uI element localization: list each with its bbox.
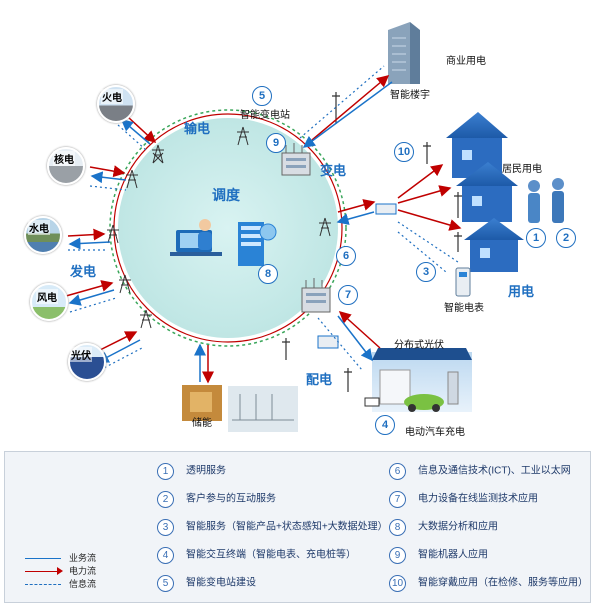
info-flow-swatch: [25, 584, 61, 586]
marker-8: 8: [258, 264, 278, 284]
marker-3: 3: [416, 262, 436, 282]
legend-text-2: 客户参与的互动服务: [186, 493, 276, 505]
legend-num-7: 7: [389, 491, 406, 508]
substation-top: [281, 143, 311, 176]
marker-4: 4: [375, 415, 395, 435]
legend-num-6: 6: [389, 463, 406, 480]
solar-label: 光伏: [70, 347, 92, 362]
distributed-pv-label: 分布式光伏: [394, 340, 444, 351]
transmission-towers: [107, 126, 331, 329]
legend-item-10: 10 智能穿戴应用（在检修、服务等应用）: [389, 575, 588, 592]
storage-label: 储能: [192, 418, 212, 429]
segment-substation: 变电: [320, 163, 347, 178]
marker-9: 9: [266, 133, 286, 153]
segment-consumption: 用电: [508, 284, 535, 299]
legend-item-6: 6 信息及通信技术(ICT)、工业以太网: [389, 463, 571, 480]
legend-num-5: 5: [157, 575, 174, 592]
legend-item-5: 5 智能变电站建设: [157, 575, 256, 592]
smart-grid-diagram: 火电 核电 水电 风电 光伏 输电 发电 变电 配电 用电 调度 智能变电站 商…: [24, 22, 576, 438]
business-flow-label: 业务流: [69, 553, 97, 563]
legend-num-9: 9: [389, 547, 406, 564]
legend-num-10: 10: [389, 575, 406, 592]
marker-6: 6: [336, 246, 356, 266]
segment-transmission: 输电: [184, 121, 211, 136]
residential-houses: [446, 112, 524, 272]
power-flow-swatch: [25, 567, 63, 576]
marker-2: 2: [556, 228, 576, 248]
legend-item-2: 2 客户参与的互动服务: [157, 491, 276, 508]
info-flow-lines: [68, 65, 459, 371]
legend-num-2: 2: [157, 491, 174, 508]
ev-pv-station: [364, 348, 472, 412]
key-info-flow: 信息流: [25, 578, 96, 590]
legend-text-4: 智能交互终端（智能电表、充电桩等）: [186, 549, 356, 561]
diagram-graphics: [65, 22, 564, 432]
business-flow-arrows: [68, 81, 393, 382]
legend-item-3: 3 智能服务（智能产品+状态感知+大数据处理）: [157, 519, 388, 536]
legend-item-8: 8 大数据分析和应用: [389, 519, 498, 536]
legend-text-7: 电力设备在线监测技术应用: [418, 493, 538, 505]
legend-text-1: 透明服务: [186, 465, 226, 477]
marker-1: 1: [526, 228, 546, 248]
distribution-poles: [282, 92, 462, 392]
legend-item-1: 1 透明服务: [157, 463, 226, 480]
thermal-power-photo: [97, 85, 135, 123]
business-flow-swatch: [25, 558, 61, 560]
smart-substation-label: 智能变电站: [240, 110, 290, 121]
power-flow-label: 电力流: [69, 566, 97, 576]
segment-generation: 发电: [70, 264, 97, 279]
legend-text-9: 智能机器人应用: [418, 549, 488, 561]
smart-building-label: 智能楼宇: [390, 90, 430, 101]
commercial-label: 商业用电: [446, 56, 486, 67]
legend-item-9: 9 智能机器人应用: [389, 547, 488, 564]
legend-item-4: 4 智能交互终端（智能电表、充电桩等）: [157, 547, 356, 564]
legend-num-1: 1: [157, 463, 174, 480]
residential-label: 居民用电: [502, 164, 542, 175]
substation-bottom: [301, 278, 331, 313]
storage-facility: [182, 385, 298, 432]
legend-num-3: 3: [157, 519, 174, 536]
ev-charging-label: 电动汽车充电: [405, 427, 465, 438]
info-flow-label: 信息流: [69, 579, 97, 589]
thermal-label: 火电: [101, 89, 123, 104]
dispatch-center-label: 调度: [212, 187, 240, 203]
key-power-flow: 电力流: [25, 565, 96, 577]
hydro-label: 水电: [28, 220, 50, 235]
commercial-building: [388, 22, 420, 84]
marker-5: 5: [252, 86, 272, 106]
smart-meter-device: [455, 267, 471, 297]
dispatch-control-center: [170, 219, 277, 266]
nuclear-label: 核电: [53, 151, 75, 166]
legend-num-4: 4: [157, 547, 174, 564]
legend-text-10: 智能穿戴应用（在检修、服务等应用）: [418, 577, 588, 589]
legend-item-7: 7 电力设备在线监测技术应用: [389, 491, 538, 508]
legend-text-3: 智能服务（智能产品+状态感知+大数据处理）: [186, 521, 388, 533]
wind-label: 风电: [36, 289, 58, 304]
marker-10: 10: [394, 142, 414, 162]
legend-num-8: 8: [389, 519, 406, 536]
segment-distribution: 配电: [306, 372, 333, 387]
key-business-flow: 业务流: [25, 552, 96, 564]
legend-text-5: 智能变电站建设: [186, 577, 256, 589]
legend-text-6: 信息及通信技术(ICT)、工业以太网: [418, 465, 571, 477]
marker-7: 7: [338, 285, 358, 305]
smart-meter-label: 智能电表: [444, 303, 484, 314]
customers-handshake: [528, 178, 564, 223]
legend-text-8: 大数据分析和应用: [418, 521, 498, 533]
